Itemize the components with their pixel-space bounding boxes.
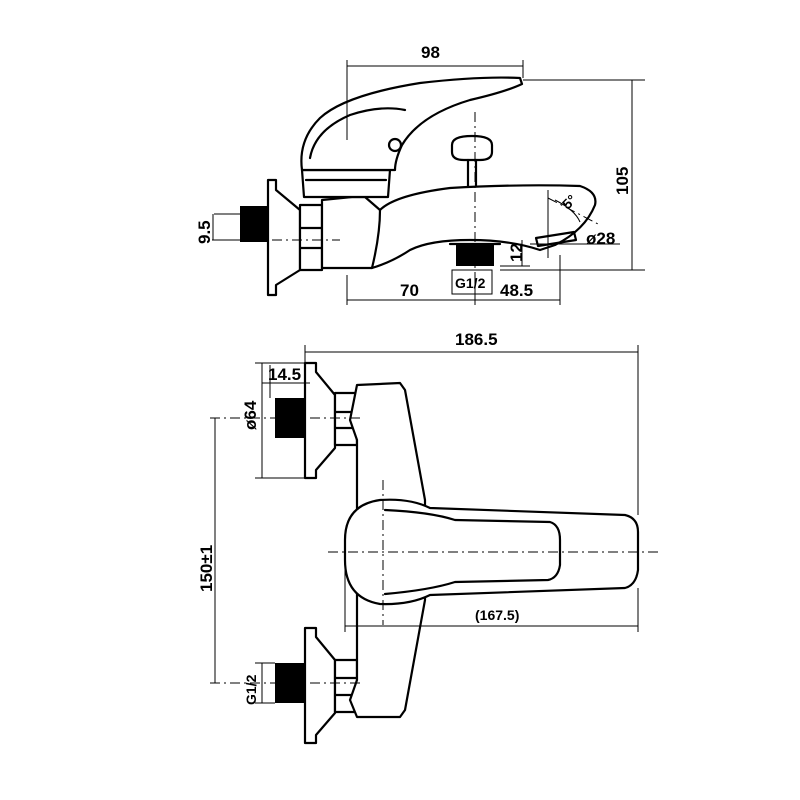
- side-hex-nut: [298, 203, 324, 272]
- dim-48-5: 48.5: [500, 281, 533, 300]
- dim-167-5: (167.5): [475, 607, 519, 623]
- label-g1-2-side: G1/2: [455, 275, 486, 291]
- dim-105: 105: [613, 167, 632, 195]
- top-view: 186.5 14.5 ø64 150±1 G1/2 (167.5): [197, 330, 660, 745]
- top-lower-flange: [303, 626, 337, 745]
- side-body: [320, 195, 383, 270]
- dim-70: 70: [400, 281, 419, 300]
- dim-dia-64: ø64: [241, 400, 260, 430]
- dim-9-5: 9.5: [195, 220, 214, 244]
- dim-98: 98: [421, 43, 440, 62]
- side-view: 98 105 9.5 12 ø28 5° G1/2 70 48.5: [195, 43, 645, 305]
- side-wall-flange: [266, 178, 302, 297]
- label-g1-2-top: G1/2: [243, 674, 259, 705]
- side-spout: [370, 184, 597, 270]
- side-diverter-knob: [450, 134, 494, 162]
- dim-14-5: 14.5: [268, 365, 301, 384]
- dim-150: 150±1: [197, 545, 216, 592]
- top-upper-flange: [303, 361, 337, 480]
- dim-186-5: 186.5: [455, 330, 498, 349]
- side-inlet-thread: [240, 206, 268, 242]
- dim-12: 12: [507, 243, 526, 262]
- dim-dia-28: ø28: [586, 229, 615, 248]
